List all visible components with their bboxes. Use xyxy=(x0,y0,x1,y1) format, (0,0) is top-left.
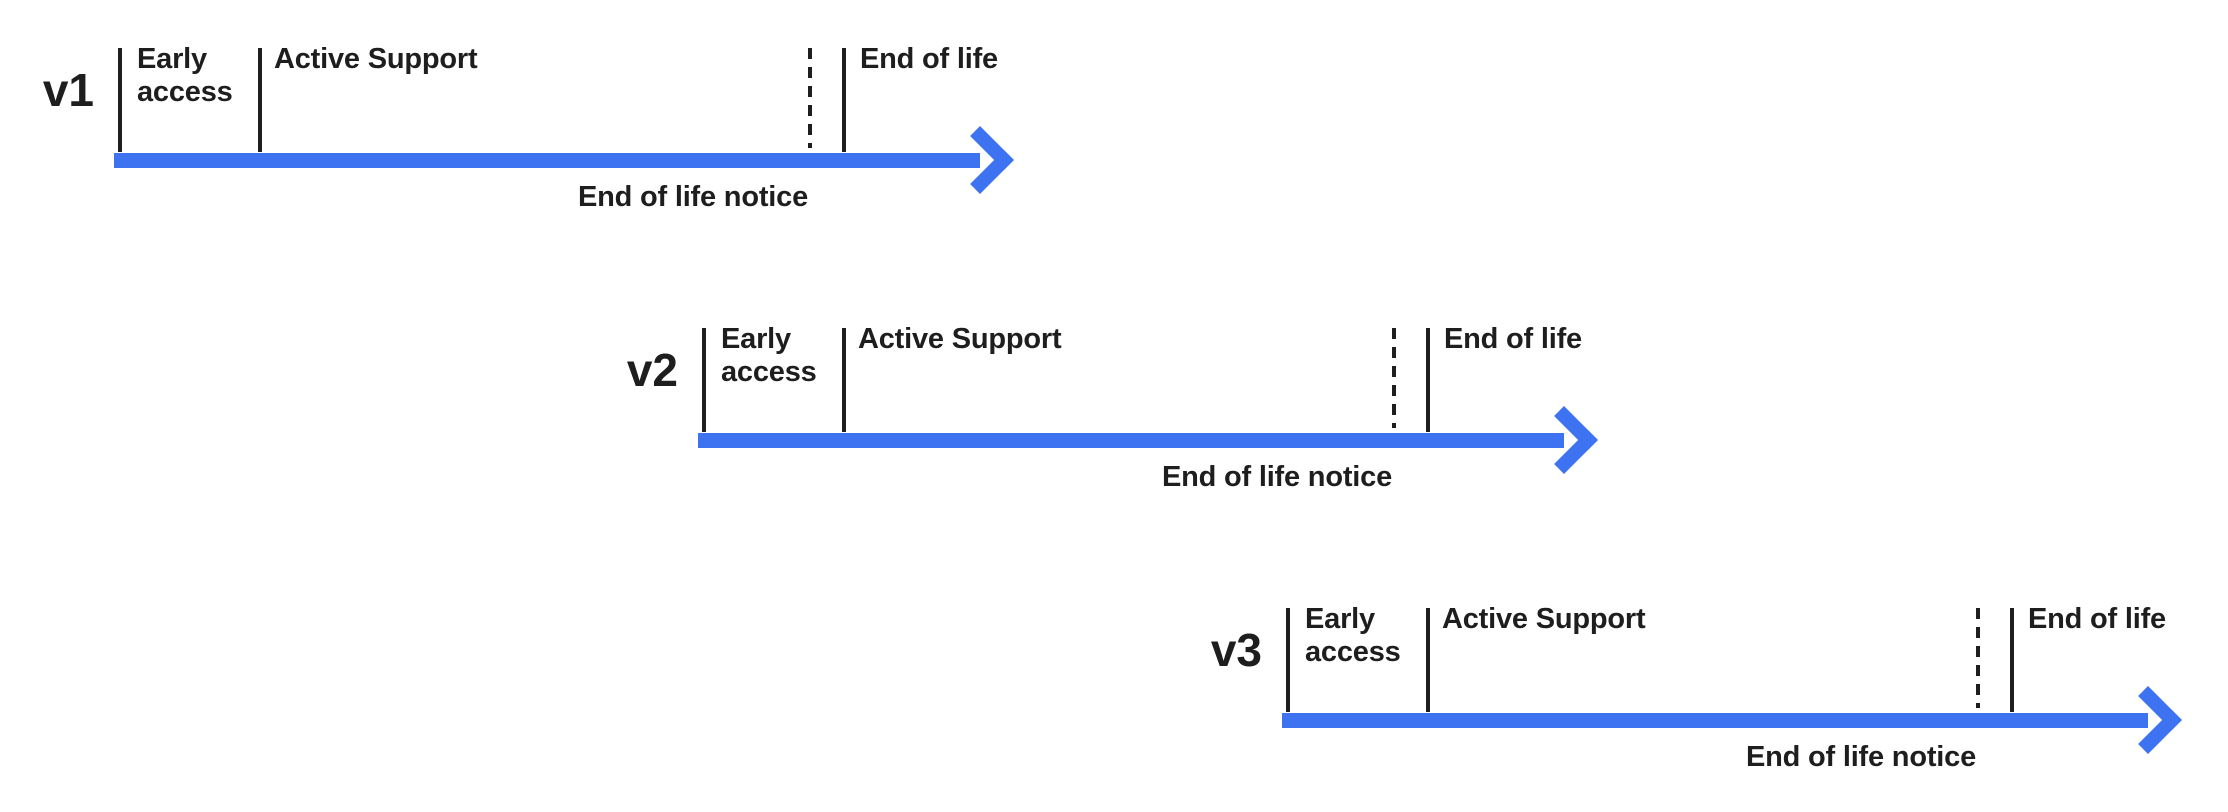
arrow-right-icon xyxy=(946,126,1014,194)
end-of-life-label: End of life xyxy=(2028,603,2166,635)
version-label: v3 xyxy=(1210,624,1262,676)
active-support-label: Active Support xyxy=(274,43,478,75)
end-of-life-notice-label: End of life notice xyxy=(1745,741,1976,773)
end-of-life-notice-label: End of life notice xyxy=(1161,461,1392,493)
end-of-life-label: End of life xyxy=(860,43,998,75)
active-support-label: Active Support xyxy=(858,323,1062,355)
version-label: v1 xyxy=(42,64,94,116)
end-of-life-notice-dashed-marker xyxy=(808,48,812,148)
active-support-label: Active Support xyxy=(1442,603,1646,635)
end-of-life-notice-dashed-marker xyxy=(1392,328,1396,428)
timeline-row-v2: v2 Early access Active Support End of li… xyxy=(627,323,1662,528)
end-of-life-notice-dashed-marker xyxy=(1976,608,1980,708)
end-of-life-tick xyxy=(2010,608,2014,712)
arrow-right-icon xyxy=(1530,406,1598,474)
early-access-start-tick xyxy=(702,328,706,432)
timeline-row-v1: v1 Early access Active Support End of li… xyxy=(43,43,1078,248)
timeline-arrow-bar xyxy=(1282,713,2148,728)
early-access-label: Early access xyxy=(721,323,817,388)
timeline-arrow-bar xyxy=(114,153,980,168)
arrow-right-icon xyxy=(2114,686,2182,754)
active-support-start-tick xyxy=(842,328,846,432)
timeline-row-v3: v3 Early access Active Support End of li… xyxy=(1211,603,2228,808)
end-of-life-tick xyxy=(1426,328,1430,432)
end-of-life-notice-label: End of life notice xyxy=(577,181,808,213)
early-access-start-tick xyxy=(1286,608,1290,712)
active-support-start-tick xyxy=(1426,608,1430,712)
timeline-arrow-bar xyxy=(698,433,1564,448)
early-access-label: Early access xyxy=(137,43,233,108)
end-of-life-label: End of life xyxy=(1444,323,1582,355)
version-label: v2 xyxy=(626,344,678,396)
early-access-label: Early access xyxy=(1305,603,1401,668)
active-support-start-tick xyxy=(258,48,262,152)
end-of-life-tick xyxy=(842,48,846,152)
early-access-start-tick xyxy=(118,48,122,152)
